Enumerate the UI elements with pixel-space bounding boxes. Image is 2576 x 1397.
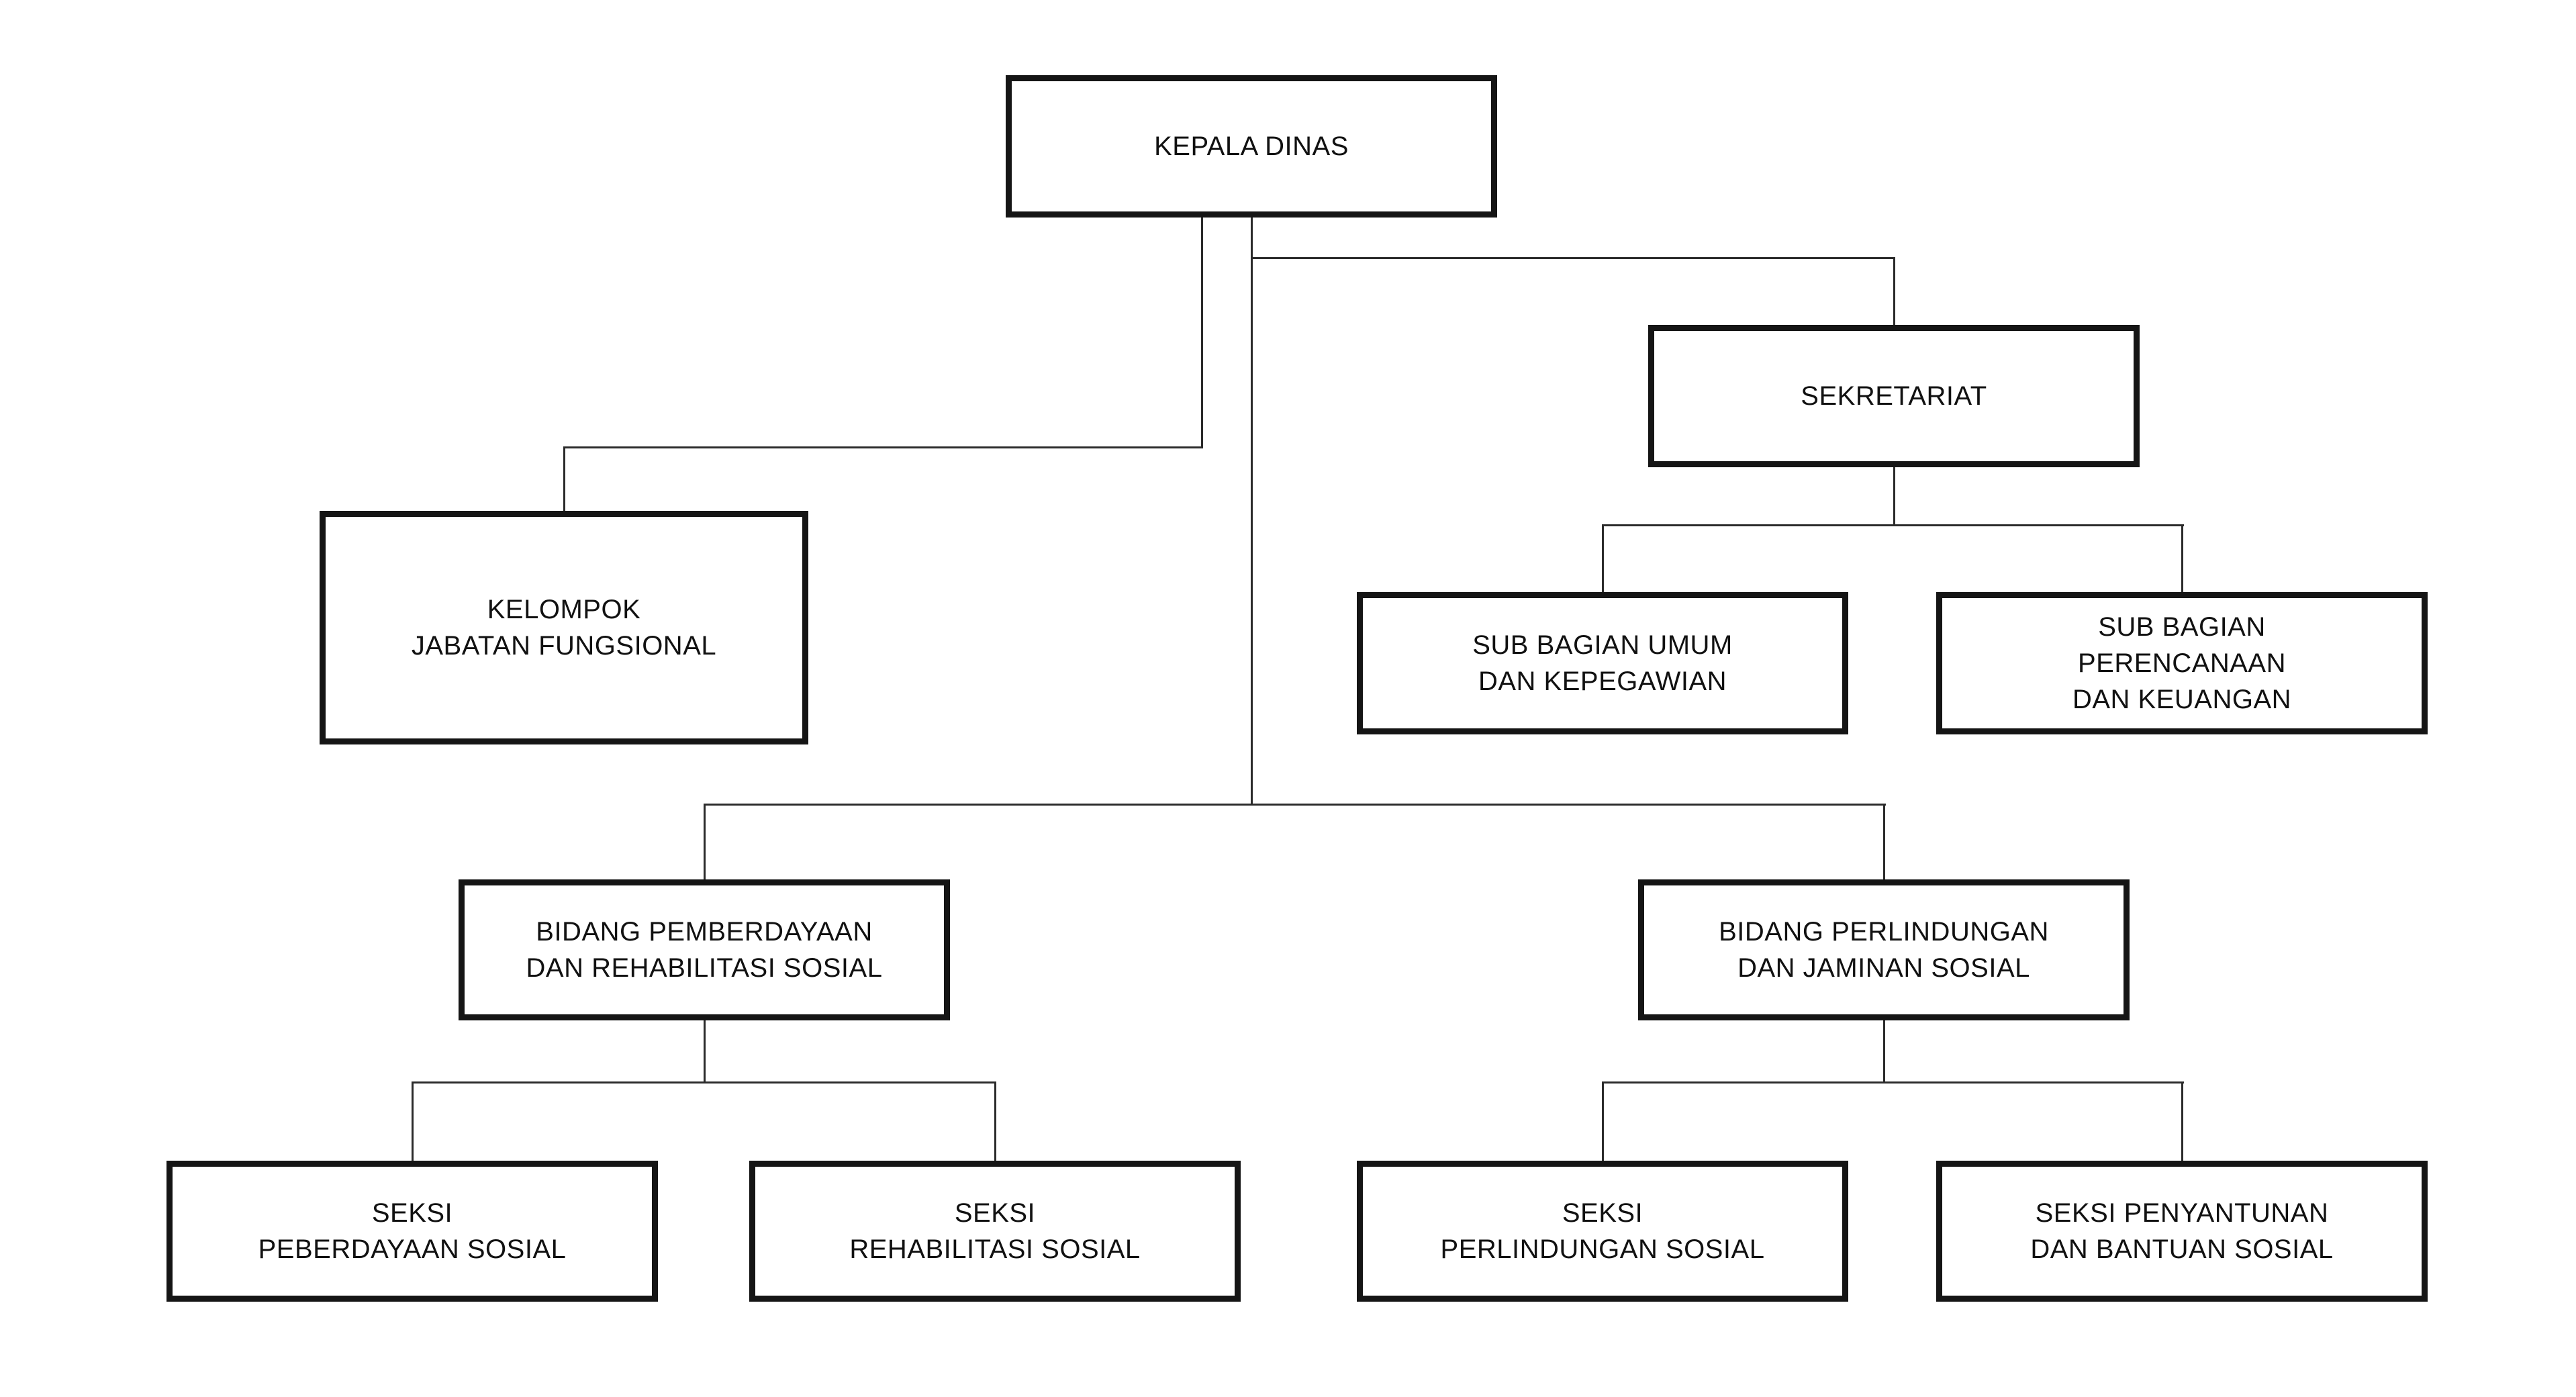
node-label-line: PERENCANAAN (2077, 648, 2286, 678)
node-label-line: SEKSI (371, 1198, 453, 1228)
node-label-line: DAN KEUANGAN (2072, 685, 2292, 714)
node-label-line: SEKSI (1562, 1198, 1643, 1228)
node-label-line: DAN BANTUAN SOSIAL (2030, 1235, 2334, 1264)
connector-line (563, 446, 1203, 448)
node-bidang-perlindungan-dan-jaminan-sosial: BIDANG PERLINDUNGAN DAN JAMINAN SOSIAL (1638, 879, 2130, 1020)
node-sub-bagian-perencanaan-dan-keuangan: SUB BAGIAN PERENCANAAN DAN KEUANGAN (1936, 592, 2428, 734)
node-kepala-dinas: KEPALA DINAS (1006, 75, 1497, 218)
node-label-line: PERLINDUNGAN SOSIAL (1440, 1235, 1765, 1264)
connector-line (1201, 216, 1203, 447)
node-label-line: SUB BAGIAN UMUM (1472, 630, 1733, 660)
node-sub-bagian-umum-dan-kepegawian: SUB BAGIAN UMUM DAN KEPEGAWIAN (1357, 592, 1848, 734)
node-kelompok-jabatan-fungsional: KELOMPOK JABATAN FUNGSIONAL (320, 511, 808, 744)
node-label-line: DAN JAMINAN SOSIAL (1737, 953, 2030, 983)
connector-line (412, 1081, 414, 1161)
connector-line (2181, 524, 2183, 592)
connector-line (2181, 1081, 2183, 1161)
connector-line (1883, 804, 1885, 879)
connector-line (1602, 524, 1604, 592)
node-label-line: JABATAN FUNGSIONAL (411, 631, 717, 661)
connector-line (1602, 524, 2184, 526)
node-label-line: SEKRETARIAT (1801, 381, 1987, 411)
connector-line (563, 446, 565, 511)
node-label-line: DAN KEPEGAWIAN (1478, 667, 1727, 696)
connector-line (1602, 1081, 2184, 1083)
connector-line (1883, 1020, 1885, 1082)
node-seksi-rehabilitasi-sosial: SEKSI REHABILITASI SOSIAL (749, 1161, 1241, 1302)
node-sekretariat: SEKRETARIAT (1648, 325, 2140, 467)
node-seksi-penyantunan-dan-bantuan-sosial: SEKSI PENYANTUNAN DAN BANTUAN SOSIAL (1936, 1161, 2428, 1302)
node-seksi-peberdayaan-sosial: SEKSI PEBERDAYAAN SOSIAL (166, 1161, 658, 1302)
connector-line (1602, 1081, 1604, 1161)
connector-line (704, 804, 706, 879)
connector-line (1251, 216, 1253, 806)
connector-line (412, 1081, 996, 1083)
node-seksi-perlindungan-sosial: SEKSI PERLINDUNGAN SOSIAL (1357, 1161, 1848, 1302)
node-label-line: SEKSI (954, 1198, 1036, 1228)
node-label-line: KELOMPOK (487, 595, 641, 624)
node-label-line: PEBERDAYAAN SOSIAL (258, 1235, 567, 1264)
connector-line (1251, 257, 1895, 259)
node-label-line: BIDANG PERLINDUNGAN (1719, 917, 2049, 947)
node-label-line: REHABILITASI SOSIAL (849, 1235, 1141, 1264)
node-label-line: SEKSI PENYANTUNAN (2035, 1198, 2329, 1228)
node-label-line: BIDANG PEMBERDAYAAN (536, 917, 873, 947)
node-label-line: DAN REHABILITASI SOSIAL (526, 953, 883, 983)
node-bidang-pemberdayaan-dan-rehabilitasi-sosial: BIDANG PEMBERDAYAAN DAN REHABILITASI SOS… (459, 879, 950, 1020)
connector-line (704, 1020, 706, 1082)
connector-line (704, 804, 1886, 806)
connector-line (994, 1081, 996, 1161)
connector-line (1893, 467, 1895, 524)
connector-line (1893, 257, 1895, 325)
node-label-line: KEPALA DINAS (1154, 132, 1349, 161)
node-label-line: SUB BAGIAN (2098, 612, 2266, 642)
